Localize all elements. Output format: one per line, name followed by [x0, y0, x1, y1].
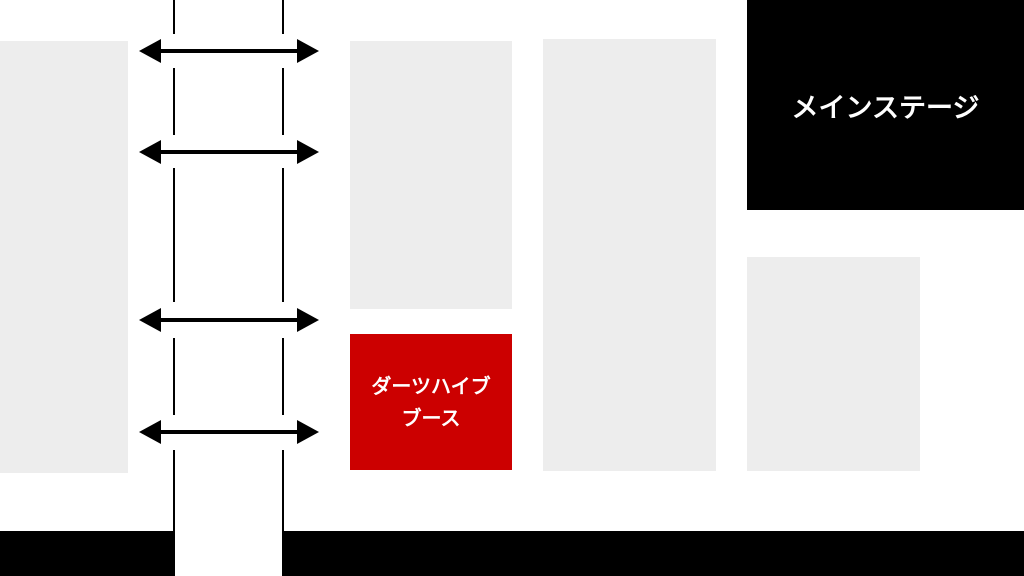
corridor-line-right [282, 168, 284, 302]
bidirectional-arrow-icon [139, 308, 319, 332]
booth-block-left [0, 41, 128, 473]
darts-hive-booth[interactable]: ダーツハイブ ブース [350, 334, 512, 470]
bottom-wall-right [283, 531, 1024, 576]
darts-hive-booth-label-line2: ブース [401, 406, 461, 430]
corridor-line-right [282, 68, 284, 135]
corridor-line-left [173, 68, 175, 135]
corridor-line-right [282, 338, 284, 415]
main-stage[interactable]: メインステージ [747, 0, 1024, 210]
bidirectional-arrow-icon [139, 39, 319, 63]
bidirectional-arrow-icon [139, 420, 319, 444]
main-stage-label: メインステージ [791, 92, 980, 124]
bottom-wall-left [0, 531, 174, 576]
booth-block-center-tall [543, 39, 716, 471]
corridor-line-left [173, 0, 175, 34]
booth-block-center-top [350, 41, 512, 309]
bidirectional-arrow-icon [139, 140, 319, 164]
corridor-line-right [282, 450, 284, 576]
booth-block-right [747, 257, 920, 471]
corridor-line-left [173, 450, 175, 576]
corridor-line-left [173, 338, 175, 415]
darts-hive-booth-label-line1: ダーツハイブ [371, 374, 491, 398]
corridor-line-left [173, 168, 175, 302]
corridor-line-right [282, 0, 284, 34]
